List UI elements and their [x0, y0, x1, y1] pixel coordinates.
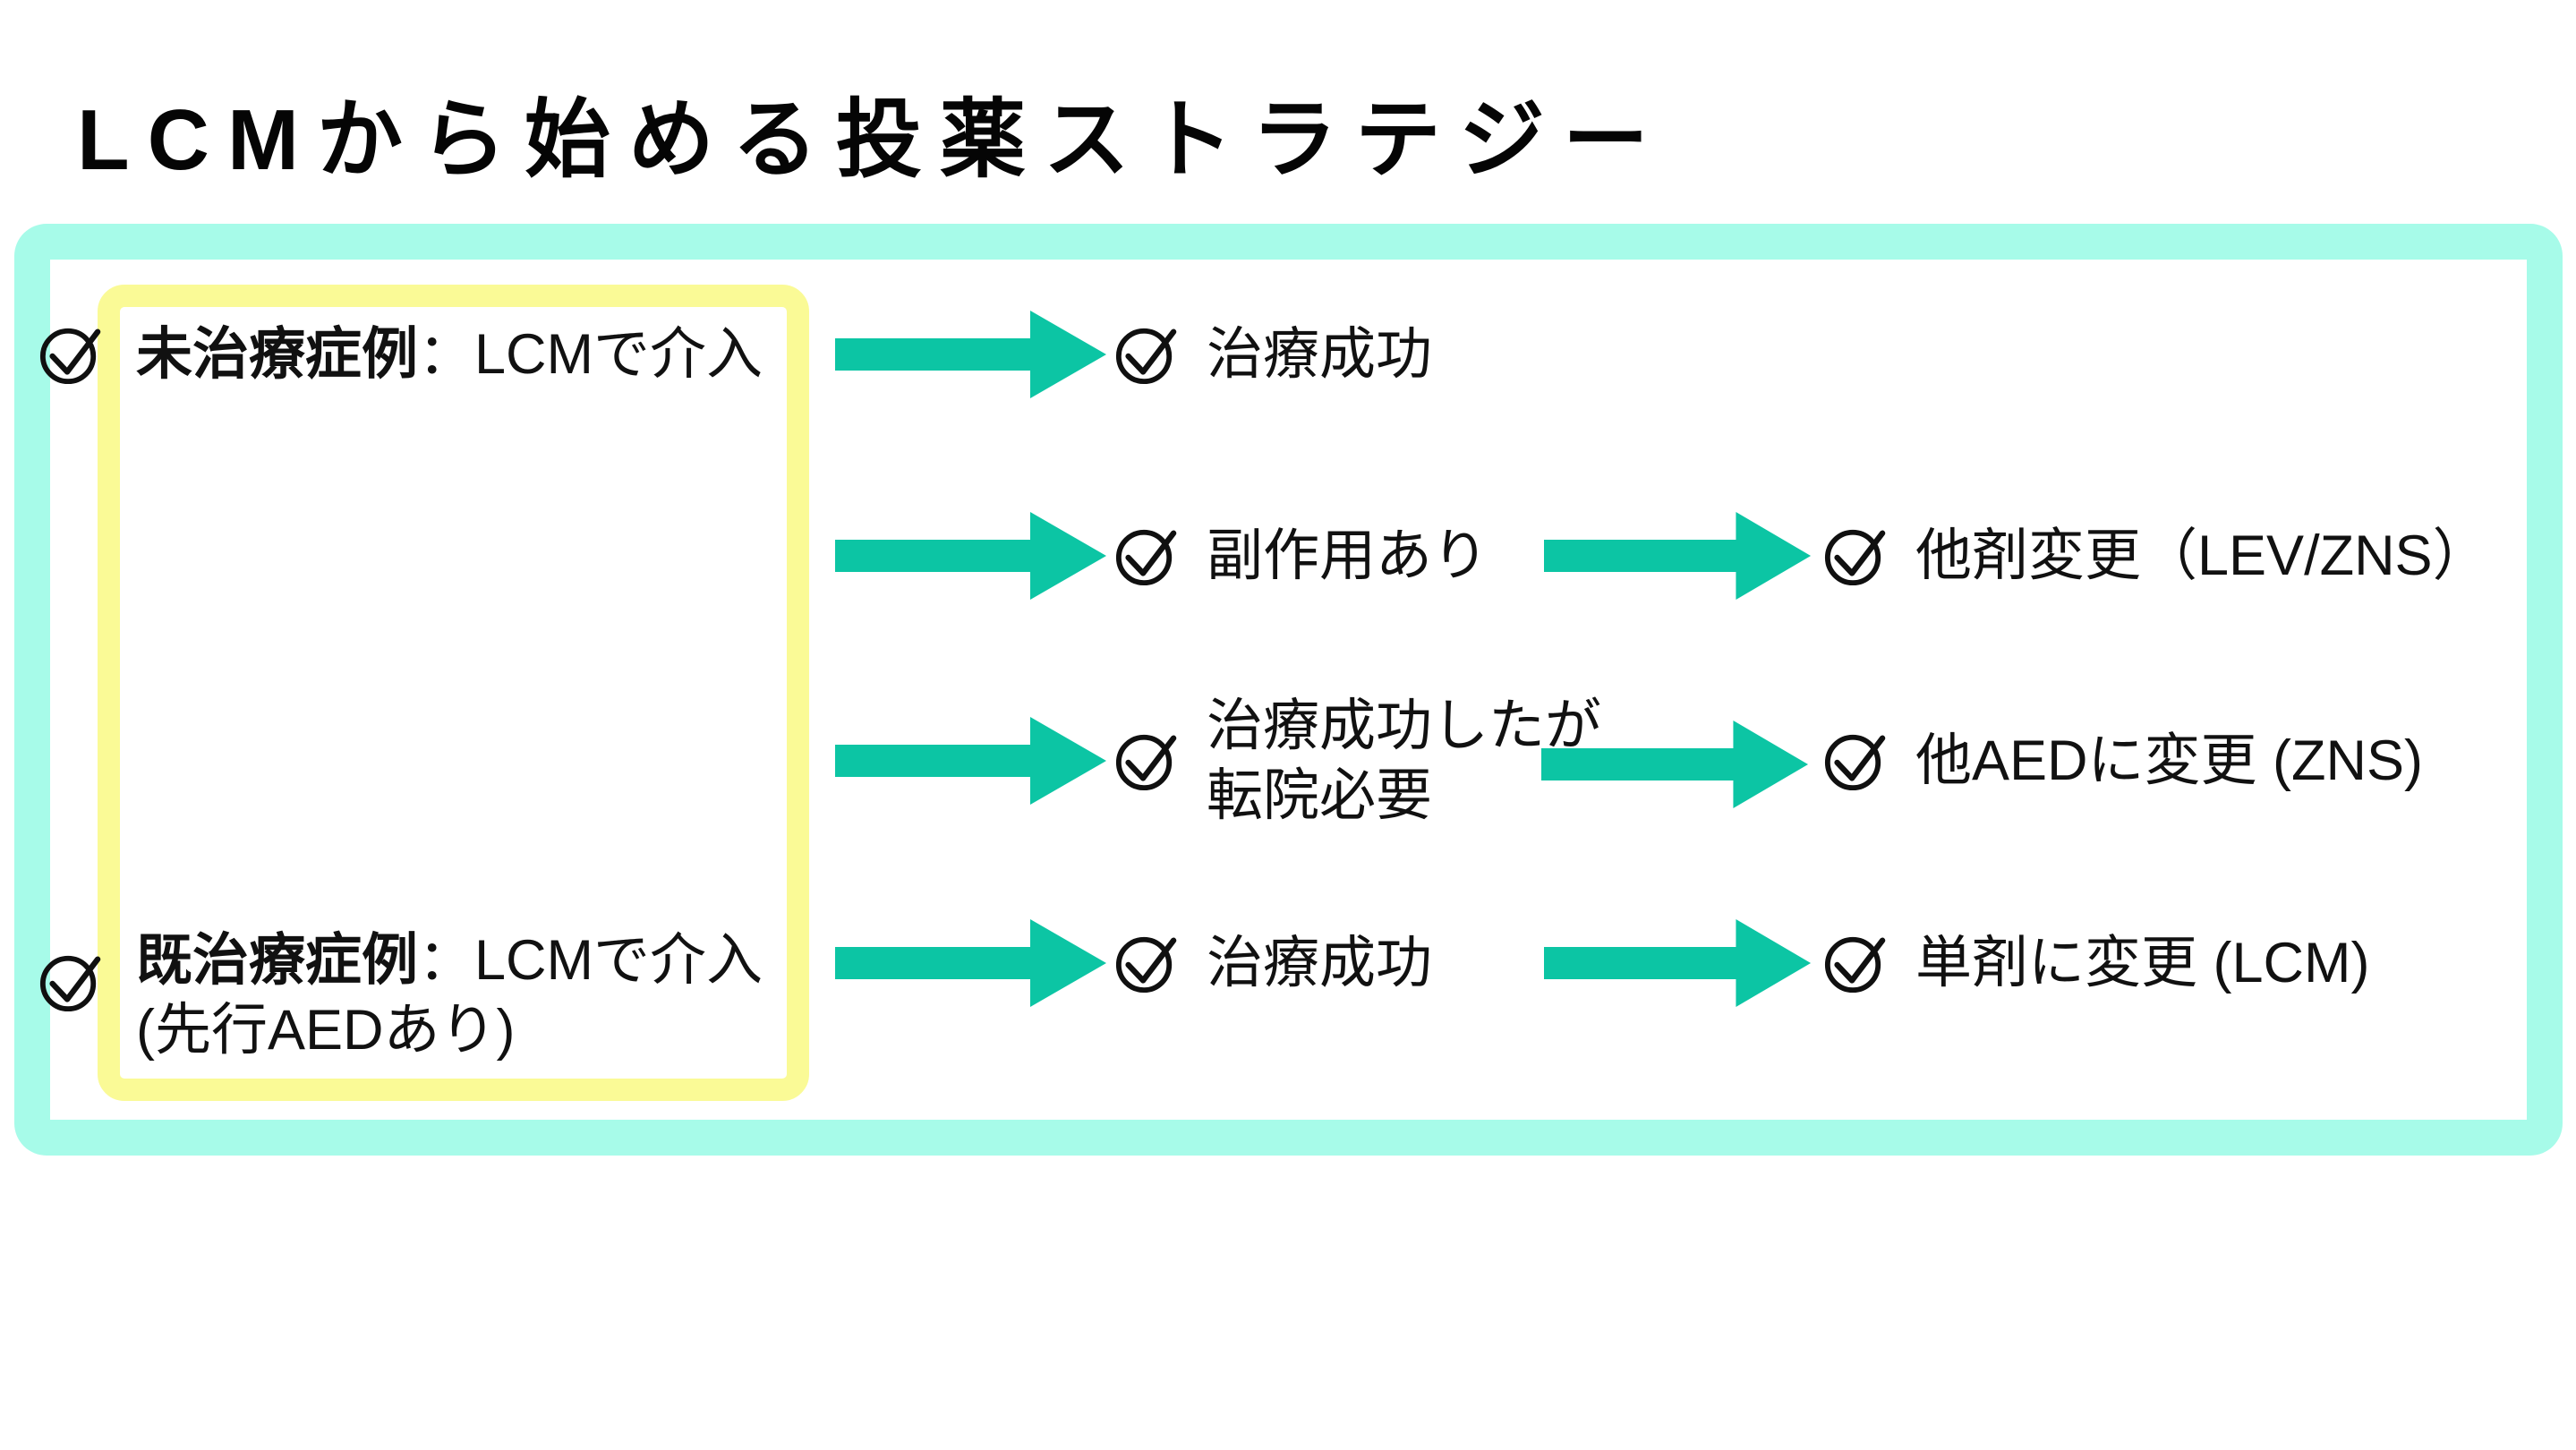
untreated-case-rest: ：LCMで介入 — [418, 323, 763, 386]
action-switch-drug-label: 他剤変更（LEV/ZNS） — [1915, 525, 2489, 587]
check-circle-icon — [1114, 323, 1177, 386]
strategy-frame — [14, 224, 2563, 1156]
outcome-side-effects-label: 副作用あり — [1207, 525, 1488, 587]
action-monotherapy-label: 単剤に変更 (LCM) — [1915, 932, 2370, 994]
source-highlight-box — [98, 285, 809, 1101]
outcome-success-label: 治療成功 — [1207, 932, 1432, 994]
treated-case-rest: ：LCMで介入 — [418, 929, 763, 992]
treated-case-bold: 既治療症例 — [136, 929, 418, 992]
treated-case-label: 既治療症例：LCMで介入 (先行AEDあり) — [136, 925, 763, 1065]
check-circle-icon — [1114, 729, 1177, 792]
check-circle-icon — [1823, 525, 1886, 587]
untreated-case-bold: 未治療症例 — [136, 323, 418, 386]
check-circle-icon — [38, 951, 101, 1013]
flow-arrow-icon — [1544, 507, 1813, 605]
outcome-transfer-line1: 治療成功したが — [1207, 695, 1601, 757]
outcome-success-label: 治療成功 — [1207, 323, 1432, 386]
check-circle-icon — [1114, 932, 1177, 994]
flow-arrow-icon — [1544, 914, 1813, 1012]
treated-case-note: (先行AEDあり) — [136, 999, 516, 1062]
treated-case-line1: 既治療症例：LCMで介入 — [136, 925, 763, 995]
flow-arrow-icon — [835, 507, 1108, 605]
outcome-transfer-line2: 転院必要 — [1207, 764, 1432, 827]
check-circle-icon — [1823, 729, 1886, 792]
flow-arrow-icon — [835, 712, 1108, 810]
action-switch-aed-label: 他AEDに変更 (ZNS) — [1915, 729, 2423, 792]
check-circle-icon — [38, 323, 101, 386]
check-circle-icon — [1114, 525, 1177, 587]
outcome-transfer-label: 治療成功したが 転院必要 — [1207, 691, 1601, 831]
flow-arrow-icon — [835, 305, 1108, 404]
flow-arrow-icon — [835, 914, 1108, 1012]
check-circle-icon — [1823, 932, 1886, 994]
untreated-case-label: 未治療症例：LCMで介入 — [136, 320, 763, 389]
page-title: LCMから始める投薬ストラテジー — [77, 92, 1667, 188]
flow-arrow-icon — [1541, 715, 1810, 814]
